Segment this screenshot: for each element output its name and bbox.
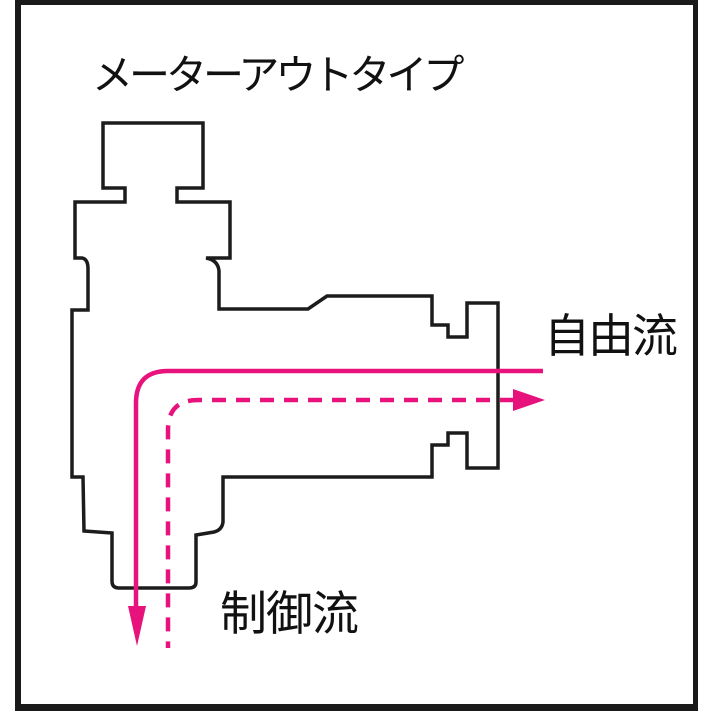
- controlled-flow-label: 制御流: [220, 587, 359, 640]
- valve-body-outline: [70, 121, 500, 590]
- free-flow-label: 自由流: [544, 310, 678, 362]
- down-arrow-icon: [128, 606, 146, 646]
- diagram-border: [15, 0, 698, 711]
- diagram-title: メーターアウトタイプ: [92, 52, 464, 98]
- controlled-flow-line: [133, 368, 543, 610]
- free-flow-line: [165, 397, 514, 648]
- right-arrow-icon: [513, 389, 545, 411]
